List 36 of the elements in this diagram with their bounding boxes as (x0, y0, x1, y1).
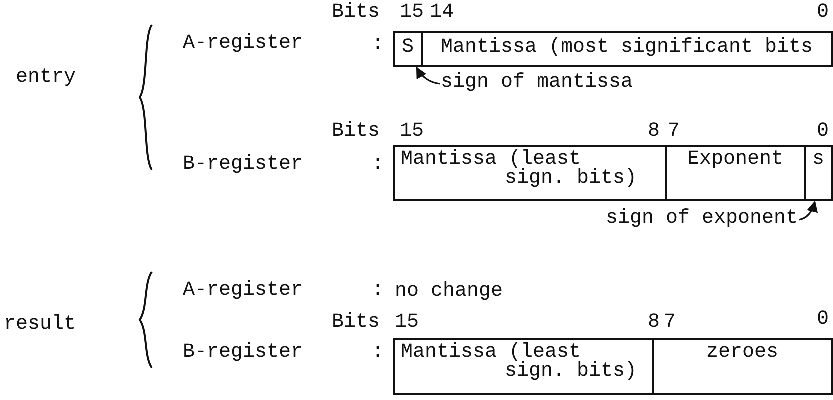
bits-label: Bits (332, 312, 380, 334)
colon: : (372, 280, 384, 302)
bit-number: 0 (817, 2, 830, 24)
leader-line (416, 67, 440, 85)
group-label: entry (16, 67, 76, 89)
register-name: A-register (183, 280, 304, 302)
colon: : (372, 154, 384, 176)
register-field: Mantissa (least sign. bits) (393, 145, 667, 201)
bit-number: 7 (668, 121, 680, 143)
register-field: zeroes (652, 338, 833, 395)
register-field: Exponent (665, 145, 806, 201)
colon: : (372, 342, 384, 364)
bits-label: Bits (332, 2, 380, 24)
register-name: A-register (183, 33, 304, 55)
bit-number: 15 (395, 312, 420, 334)
leader-line (798, 200, 818, 221)
bit-number: 8 (648, 121, 660, 143)
bit-number: 15 (400, 121, 424, 143)
register-field: s (804, 145, 833, 201)
bit-number: 7 (664, 312, 676, 334)
bit-number: 0 (817, 309, 830, 331)
register-name: B-register (183, 154, 304, 176)
bit-number: 8 (648, 312, 660, 334)
register-field: Mantissa (least sign. bits) (393, 338, 654, 395)
bits-label: Bits (332, 121, 380, 143)
group-label: result (4, 314, 76, 336)
status-text: no change (395, 281, 504, 303)
colon: : (372, 34, 384, 56)
bit-number: 0 (817, 121, 830, 143)
annotation-text: sign of mantissa (441, 72, 634, 94)
bit-number: 14 (430, 2, 454, 24)
annotation-text: sign of exponent (606, 208, 798, 230)
register-name: B-register (183, 342, 304, 364)
register-field: S (393, 31, 423, 67)
register-field: Mantissa (most significant bits (421, 31, 833, 67)
bit-number: 15 (400, 2, 424, 24)
